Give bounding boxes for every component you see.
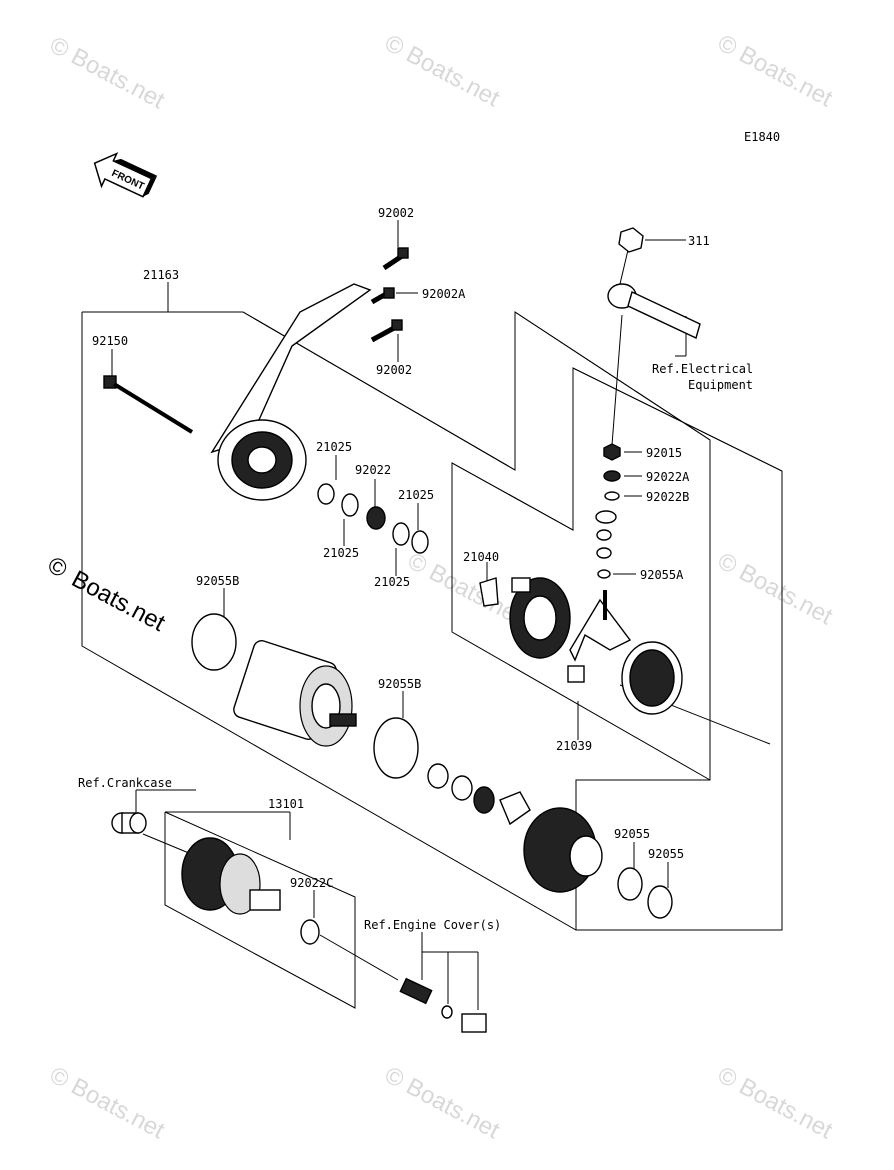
electrical-terminal [607, 283, 701, 339]
bolt-92150 [103, 375, 194, 434]
starter-clutch-13101 [181, 837, 281, 915]
label-21025: 21025 [323, 546, 359, 560]
label-ref-electrical-2: Equipment [688, 378, 753, 392]
o-rings-92055 [617, 867, 673, 919]
watermark-main-symbol: © [43, 551, 72, 583]
starter-bracket [210, 283, 372, 501]
group-outlines [81, 311, 783, 1009]
label-21025: 21025 [374, 575, 410, 589]
label-92055: 92055 [614, 827, 650, 841]
part-labels: 92002 21163 92002A 92150 92002 311 Ref.E… [78, 206, 753, 932]
label-92055: 92055 [648, 847, 684, 861]
bolt-92002-top [382, 247, 409, 271]
o-ring-92055B-b [373, 717, 419, 779]
label-92055A: 92055A [640, 568, 684, 582]
o-ring-92055B-a [191, 613, 237, 671]
spring-and-pins [399, 977, 487, 1033]
watermark-text: © Boats.net [380, 1061, 504, 1144]
label-ref-electrical: Ref.Electrical [652, 362, 753, 376]
label-92150: 92150 [92, 334, 128, 348]
washer-92022C [300, 919, 320, 945]
label-92022A: 92022A [646, 470, 690, 484]
watermark-text: © Boats.net [45, 1061, 169, 1144]
diagram-code: E1840 [744, 130, 780, 144]
front-arrow-icon: FRONT [93, 152, 158, 198]
watermark-text: © Boats.net [713, 29, 837, 112]
brush-plate-21039 [567, 590, 683, 715]
label-92022B: 92022B [646, 490, 689, 504]
label-92022: 92022 [355, 463, 391, 477]
label-13101: 13101 [268, 797, 304, 811]
watermark-text: © Boats.net [380, 29, 504, 112]
watermark-text: © Boats.net [713, 1061, 837, 1144]
nut-311 [618, 227, 644, 253]
watermark-text: © Boats.net [45, 31, 169, 114]
washers-21025 [317, 483, 429, 554]
label-21025: 21025 [398, 488, 434, 502]
label-311: 311 [688, 234, 710, 248]
label-92055B: 92055B [378, 677, 421, 691]
end-cover [523, 807, 603, 893]
starter-motor [233, 640, 357, 747]
label-21039: 21039 [556, 739, 592, 753]
washers-right [595, 443, 621, 579]
bolt-92002-low [370, 319, 403, 343]
label-21163: 21163 [143, 268, 179, 282]
watermark-main: Boats.net [67, 565, 170, 637]
shims-center [427, 763, 531, 826]
label-ref-crankcase: Ref.Crankcase [78, 776, 172, 790]
label-92002-top: 92002 [378, 206, 414, 220]
crankcase-bushing [111, 812, 147, 834]
label-21025: 21025 [316, 440, 352, 454]
watermarks: © Boats.net © Boats.net © Boats.net © Bo… [43, 29, 837, 1144]
label-92022C: 92022C [290, 876, 333, 890]
label-92002-low: 92002 [376, 363, 412, 377]
label-21040: 21040 [463, 550, 499, 564]
label-92002A: 92002A [422, 287, 466, 301]
brush-holder-21040 [479, 577, 571, 659]
label-92055B: 92055B [196, 574, 239, 588]
label-ref-engine-cover: Ref.Engine Cover(s) [364, 918, 501, 932]
watermark-text: © Boats.net [713, 547, 837, 630]
label-92015: 92015 [646, 446, 682, 460]
bolt-92002A [370, 287, 395, 305]
